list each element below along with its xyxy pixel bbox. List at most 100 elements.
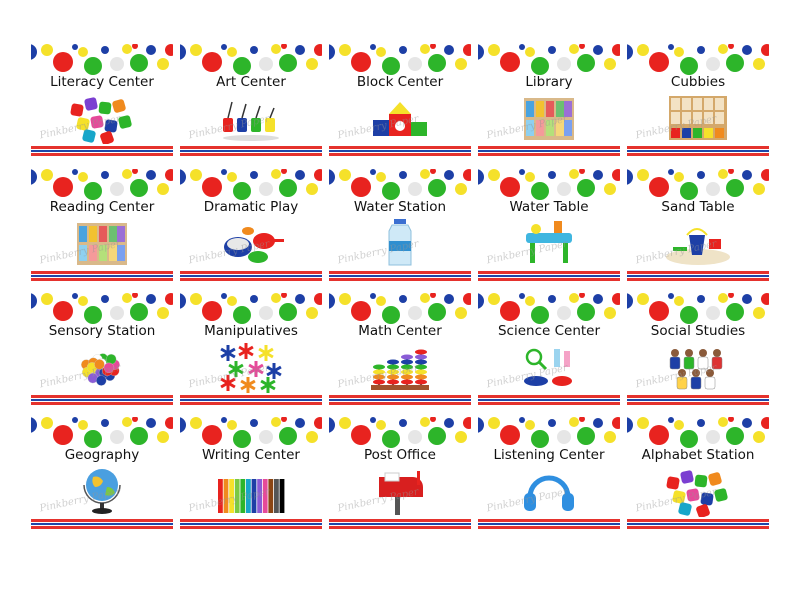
bookshelf-icon — [77, 223, 127, 265]
stripe-border — [627, 395, 769, 405]
polka-dot-border — [31, 169, 173, 200]
polka-dot-border — [180, 169, 322, 200]
center-label-title: Science Center — [497, 323, 601, 339]
stripe-border — [478, 146, 620, 156]
center-label-title: Social Studies — [650, 323, 746, 339]
building-blocks-icon — [373, 102, 427, 136]
stripe-border — [627, 146, 769, 156]
stripe-border — [627, 519, 769, 529]
alphabet-letters-icon — [666, 470, 728, 517]
polka-dot-border — [627, 417, 769, 448]
center-label-title: Art Center — [216, 74, 286, 90]
science-kit-icon — [524, 348, 572, 386]
stripe-border — [627, 271, 769, 281]
center-label-title: Post Office — [364, 447, 436, 463]
polka-dot-border — [478, 169, 620, 200]
polka-dot-border — [478, 417, 620, 448]
center-label-title: Alphabet Station — [641, 447, 755, 463]
sand-toys-icon — [666, 228, 730, 265]
bookshelf-icon — [524, 98, 574, 140]
polka-dot-border — [329, 417, 471, 448]
center-label-title: Literacy Center — [50, 74, 154, 90]
center-label-title: Reading Center — [49, 199, 155, 215]
polka-dot-border — [31, 293, 173, 324]
polka-dot-border — [478, 44, 620, 75]
stripe-border — [180, 395, 322, 405]
stripe-border — [329, 519, 471, 529]
center-label-title: Cubbies — [670, 74, 726, 90]
stripe-border — [180, 146, 322, 156]
center-label-title: Geography — [64, 447, 140, 463]
polka-dot-border — [627, 169, 769, 200]
polka-dot-border — [329, 44, 471, 75]
center-label-title: Dramatic Play — [203, 199, 299, 215]
stripe-border — [31, 519, 173, 529]
mailbox-icon — [379, 471, 423, 515]
stripe-border — [329, 395, 471, 405]
abacus-stacker-icon — [371, 349, 429, 390]
center-label-title: Block Center — [356, 74, 444, 90]
headphones-icon — [524, 475, 574, 511]
stripe-border — [180, 271, 322, 281]
alphabet-letters-icon — [70, 97, 132, 144]
polka-dot-border — [180, 293, 322, 324]
polka-dot-border — [478, 293, 620, 324]
colored-pencils-icon — [218, 479, 285, 513]
toy-cookware-icon — [224, 227, 284, 263]
stripe-border — [478, 519, 620, 529]
center-label-title: Listening Center — [493, 447, 605, 463]
stripe-border — [478, 395, 620, 405]
polka-dot-border — [627, 293, 769, 324]
pom-poms-icon — [81, 353, 120, 386]
stripe-border — [478, 271, 620, 281]
paint-cups-icon — [223, 101, 279, 141]
stripe-border — [180, 519, 322, 529]
center-label-title: Sand Table — [661, 199, 735, 215]
polka-dot-border — [329, 169, 471, 200]
stripe-border — [31, 395, 173, 405]
polka-dot-border — [180, 44, 322, 75]
polka-dot-border — [31, 44, 173, 75]
stripe-border — [31, 271, 173, 281]
cubbies-shelf-icon — [669, 96, 727, 140]
center-label-title: Sensory Station — [48, 323, 156, 339]
stripe-border — [31, 146, 173, 156]
center-label-title: Library — [525, 74, 573, 90]
globe-icon — [83, 469, 121, 514]
polka-dot-border — [627, 44, 769, 75]
center-label-title: Writing Center — [202, 447, 300, 463]
polka-dot-border — [31, 417, 173, 448]
center-label-title: Math Center — [358, 323, 442, 339]
water-table-icon — [526, 221, 572, 263]
water-bottle-icon — [388, 219, 412, 266]
community-figures-icon — [669, 349, 723, 390]
stripe-border — [329, 271, 471, 281]
stripe-border — [329, 146, 471, 156]
snap-flakes-icon — [220, 343, 282, 393]
center-label-title: Manipulatives — [204, 323, 298, 339]
polka-dot-border — [329, 293, 471, 324]
center-label-title: Water Station — [353, 199, 447, 215]
polka-dot-border — [180, 417, 322, 448]
